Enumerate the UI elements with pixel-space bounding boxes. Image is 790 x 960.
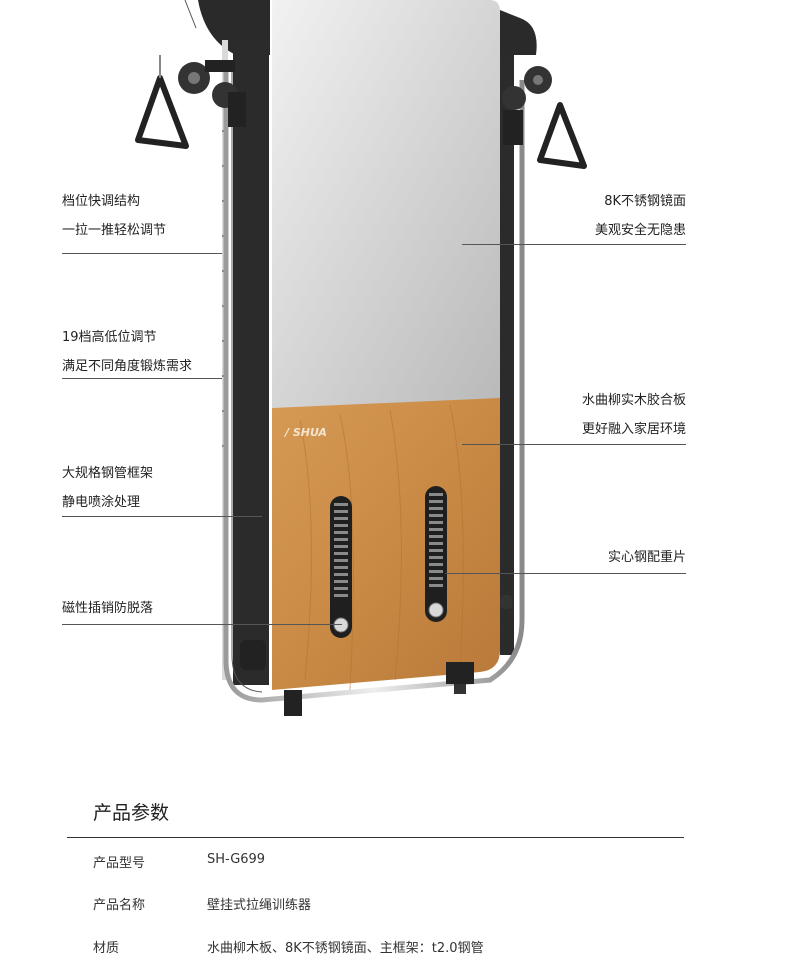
foot-bottom-left [284,690,302,716]
callout-steel-frame-title: 大规格钢管框架 [62,466,154,481]
pulley-left [178,60,246,127]
callout-rule [62,516,262,517]
spec-value-model: SH-G699 [207,852,266,867]
callout-steel-frame-desc: 静电喷涂处理 [62,495,141,510]
callout-quick-adjust-desc: 一拉一推轻松调节 [62,223,167,238]
callout-height-adjust-desc: 满足不同角度锻炼需求 [62,359,193,374]
foot-right [500,595,512,609]
spec-label-name: 产品名称 [93,898,146,913]
callout-rule [462,244,686,245]
brand-logo-mark: / SHUA [283,426,327,439]
weight-slot-right [425,486,447,622]
mirror-panel [272,0,500,408]
spec-label-model: 产品型号 [93,856,146,871]
callout-mirror-desc: 美观安全无隐患 [594,223,686,238]
spec-section-title: 产品参数 [93,802,170,824]
pulley-right [502,66,552,145]
callout-magnetic-pin-title: 磁性插销防脱落 [62,601,154,616]
handle-right [537,102,587,169]
callout-wood-title: 水曲柳实木胶合板 [581,393,686,408]
callout-quick-adjust-title: 档位快调结构 [62,194,141,209]
wood-panel [272,398,500,690]
spec-value-name: 壁挂式拉绳训练器 [207,898,312,913]
callout-wood-desc: 更好融入家居环境 [581,422,686,437]
weight-stack-left [334,503,348,597]
callout-rule [462,444,686,445]
product-illustration: / SHUA [135,0,587,716]
magnetic-pin-right [428,602,444,618]
weight-stack-right [429,493,443,587]
right-frame-column [500,55,514,655]
callout-rule [62,624,342,625]
callout-height-adjust-title: 19档高低位调节 [62,330,157,345]
callout-rule [62,378,222,379]
foot-left [240,640,266,670]
spec-divider [67,837,684,838]
guide-rail [223,60,525,703]
handle-left [135,75,189,149]
callout-rule [62,253,222,254]
callout-weight-plate-title: 实心钢配重片 [607,550,686,565]
callout-mirror-title: 8K不锈钢镜面 [604,194,686,209]
spec-value-material: 水曲柳木板、8K不锈钢镜面、主框架：t2.0钢管 [207,941,484,956]
foot-bottom-right [446,662,474,684]
callout-rule [445,573,686,574]
left-frame-column [233,40,269,685]
magnetic-pin-left [333,617,349,633]
top-cap-right [500,10,537,55]
spec-label-material: 材质 [93,941,120,956]
